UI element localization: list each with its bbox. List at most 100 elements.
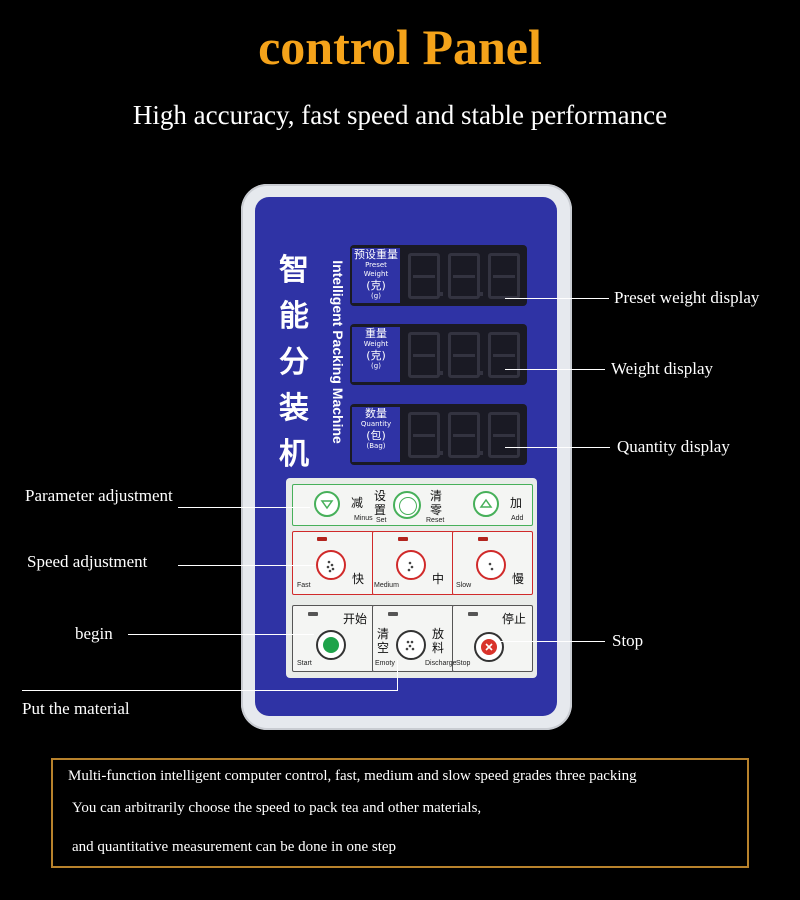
stop-x-icon [481,639,497,655]
set-reset-button[interactable] [393,491,421,519]
add-label-en: Add [511,515,524,522]
speed-key-medium [372,531,454,595]
medium-button[interactable] [396,550,426,580]
quantity-display: 数量 Quantity (包) (Bag) [350,404,527,465]
segment-digit [408,411,443,458]
start-key [292,605,374,672]
stop-label-en: Stop [456,660,471,667]
add-label-cn: 加 [510,496,523,510]
start-button[interactable] [316,630,346,660]
display-label: 预设重量 Preset Weight (克) (g) [352,248,400,303]
circle-icon [399,497,417,515]
segment-digit [408,252,443,299]
segment-digit [448,411,483,458]
fast-label-en: Fast [297,582,311,589]
discharge-button[interactable] [396,630,426,660]
add-button[interactable] [473,491,499,517]
machine-name-char: 装 [279,391,309,426]
display-unit-cn: (克) [366,279,386,292]
triangle-down-icon [320,500,334,510]
machine-name-cn: 智 能 分 装 机 [272,248,316,478]
callout-line-stop [500,641,605,642]
display-label: 数量 Quantity (包) (Bag) [352,407,400,462]
reset-label-en: Reset [426,517,445,524]
start-led [308,612,318,616]
description-line-3: and quantitative measurement can be done… [72,839,397,855]
reset-label-cn: 清零 [430,489,443,517]
weight-display: 重量 Weight (克) (g) [350,324,527,385]
medium-led [398,537,408,541]
display-label-cn: 预设重量 [354,248,398,261]
stop-led [468,612,478,616]
particles-icon [407,561,414,572]
display-unit-cn: (克) [366,349,386,362]
callout-begin: begin [75,624,113,643]
callout-preset-weight: Preset weight display [614,288,760,307]
minus-button[interactable] [314,491,340,517]
description-box [51,758,749,868]
callout-stop: Stop [612,631,644,650]
start-label-cn: 开始 [343,612,368,626]
callout-line-material-vertical [397,660,398,691]
callout-line-begin [128,634,314,635]
empty-label-en: Emoty [375,660,395,667]
segment-digit [408,331,443,378]
machine-name-char: 分 [279,345,309,380]
segment-digit [488,411,520,458]
fast-led [317,537,327,541]
callout-weight: Weight display [611,359,714,378]
green-dot-icon [323,637,339,653]
medium-label-cn: 中 [432,572,445,586]
display-label-en: Preset Weight [363,261,389,278]
page-subtitle: High accuracy, fast speed and stable per… [132,100,668,130]
empty-label-cn: 清空 [377,627,390,655]
display-label-cn: 重量 [365,327,387,340]
discharge-led [388,612,398,616]
callout-line-speed [178,565,315,566]
slow-label-cn: 慢 [512,572,525,586]
description-line-2: You can arbitrarily choose the speed to … [72,800,482,816]
set-label-cn: 设置 [374,489,387,517]
segment-digit [448,252,483,299]
callout-quantity: Quantity display [617,437,730,456]
segment-digit [488,252,520,299]
triangle-up-icon [479,498,493,508]
minus-label-cn: 减 [351,496,364,510]
stop-button[interactable] [474,632,504,662]
discharge-label-en: Discharge [425,660,457,667]
slow-button[interactable] [476,550,506,580]
display-unit-en: (g) [371,292,381,300]
minus-label-en: Minus [354,515,373,522]
callout-material: Put the material [22,699,130,718]
callout-parameter: Parameter adjustment [25,486,173,505]
set-label-en: Set [376,517,387,524]
display-label-cn: 数量 [365,407,387,420]
stop-label-cn: 停止 [502,612,527,626]
description-line-1: Multi-function intelligent computer cont… [68,768,637,784]
machine-name-char: 机 [279,437,309,472]
machine-name-en: Intelligent Packing Machine [330,260,346,444]
display-unit-cn: (包) [366,429,386,442]
fast-label-cn: 快 [352,572,365,586]
callout-line-quantity [505,447,610,448]
display-label-en: Weight [363,340,389,348]
start-label-en: Start [297,660,312,667]
seven-segment-digits [404,328,524,381]
segment-digit [488,331,520,378]
particles-icon [488,562,494,571]
machine-name-char: 能 [279,299,309,334]
seven-segment-digits [404,249,524,302]
particles-icon [405,640,415,651]
slow-led [478,537,488,541]
particles-icon [326,560,335,573]
medium-label-en: Medium [374,582,399,589]
preset-weight-display: 预设重量 Preset Weight (克) (g) [350,245,527,306]
slow-label-en: Slow [456,582,472,589]
display-unit-en: (Bag) [366,442,386,450]
display-unit-en: (g) [371,362,381,370]
display-label: 重量 Weight (克) (g) [352,327,400,382]
fast-button[interactable] [316,550,346,580]
segment-digit [448,331,483,378]
display-label-en: Quantity [360,420,392,428]
callout-line-parameter [178,507,310,508]
